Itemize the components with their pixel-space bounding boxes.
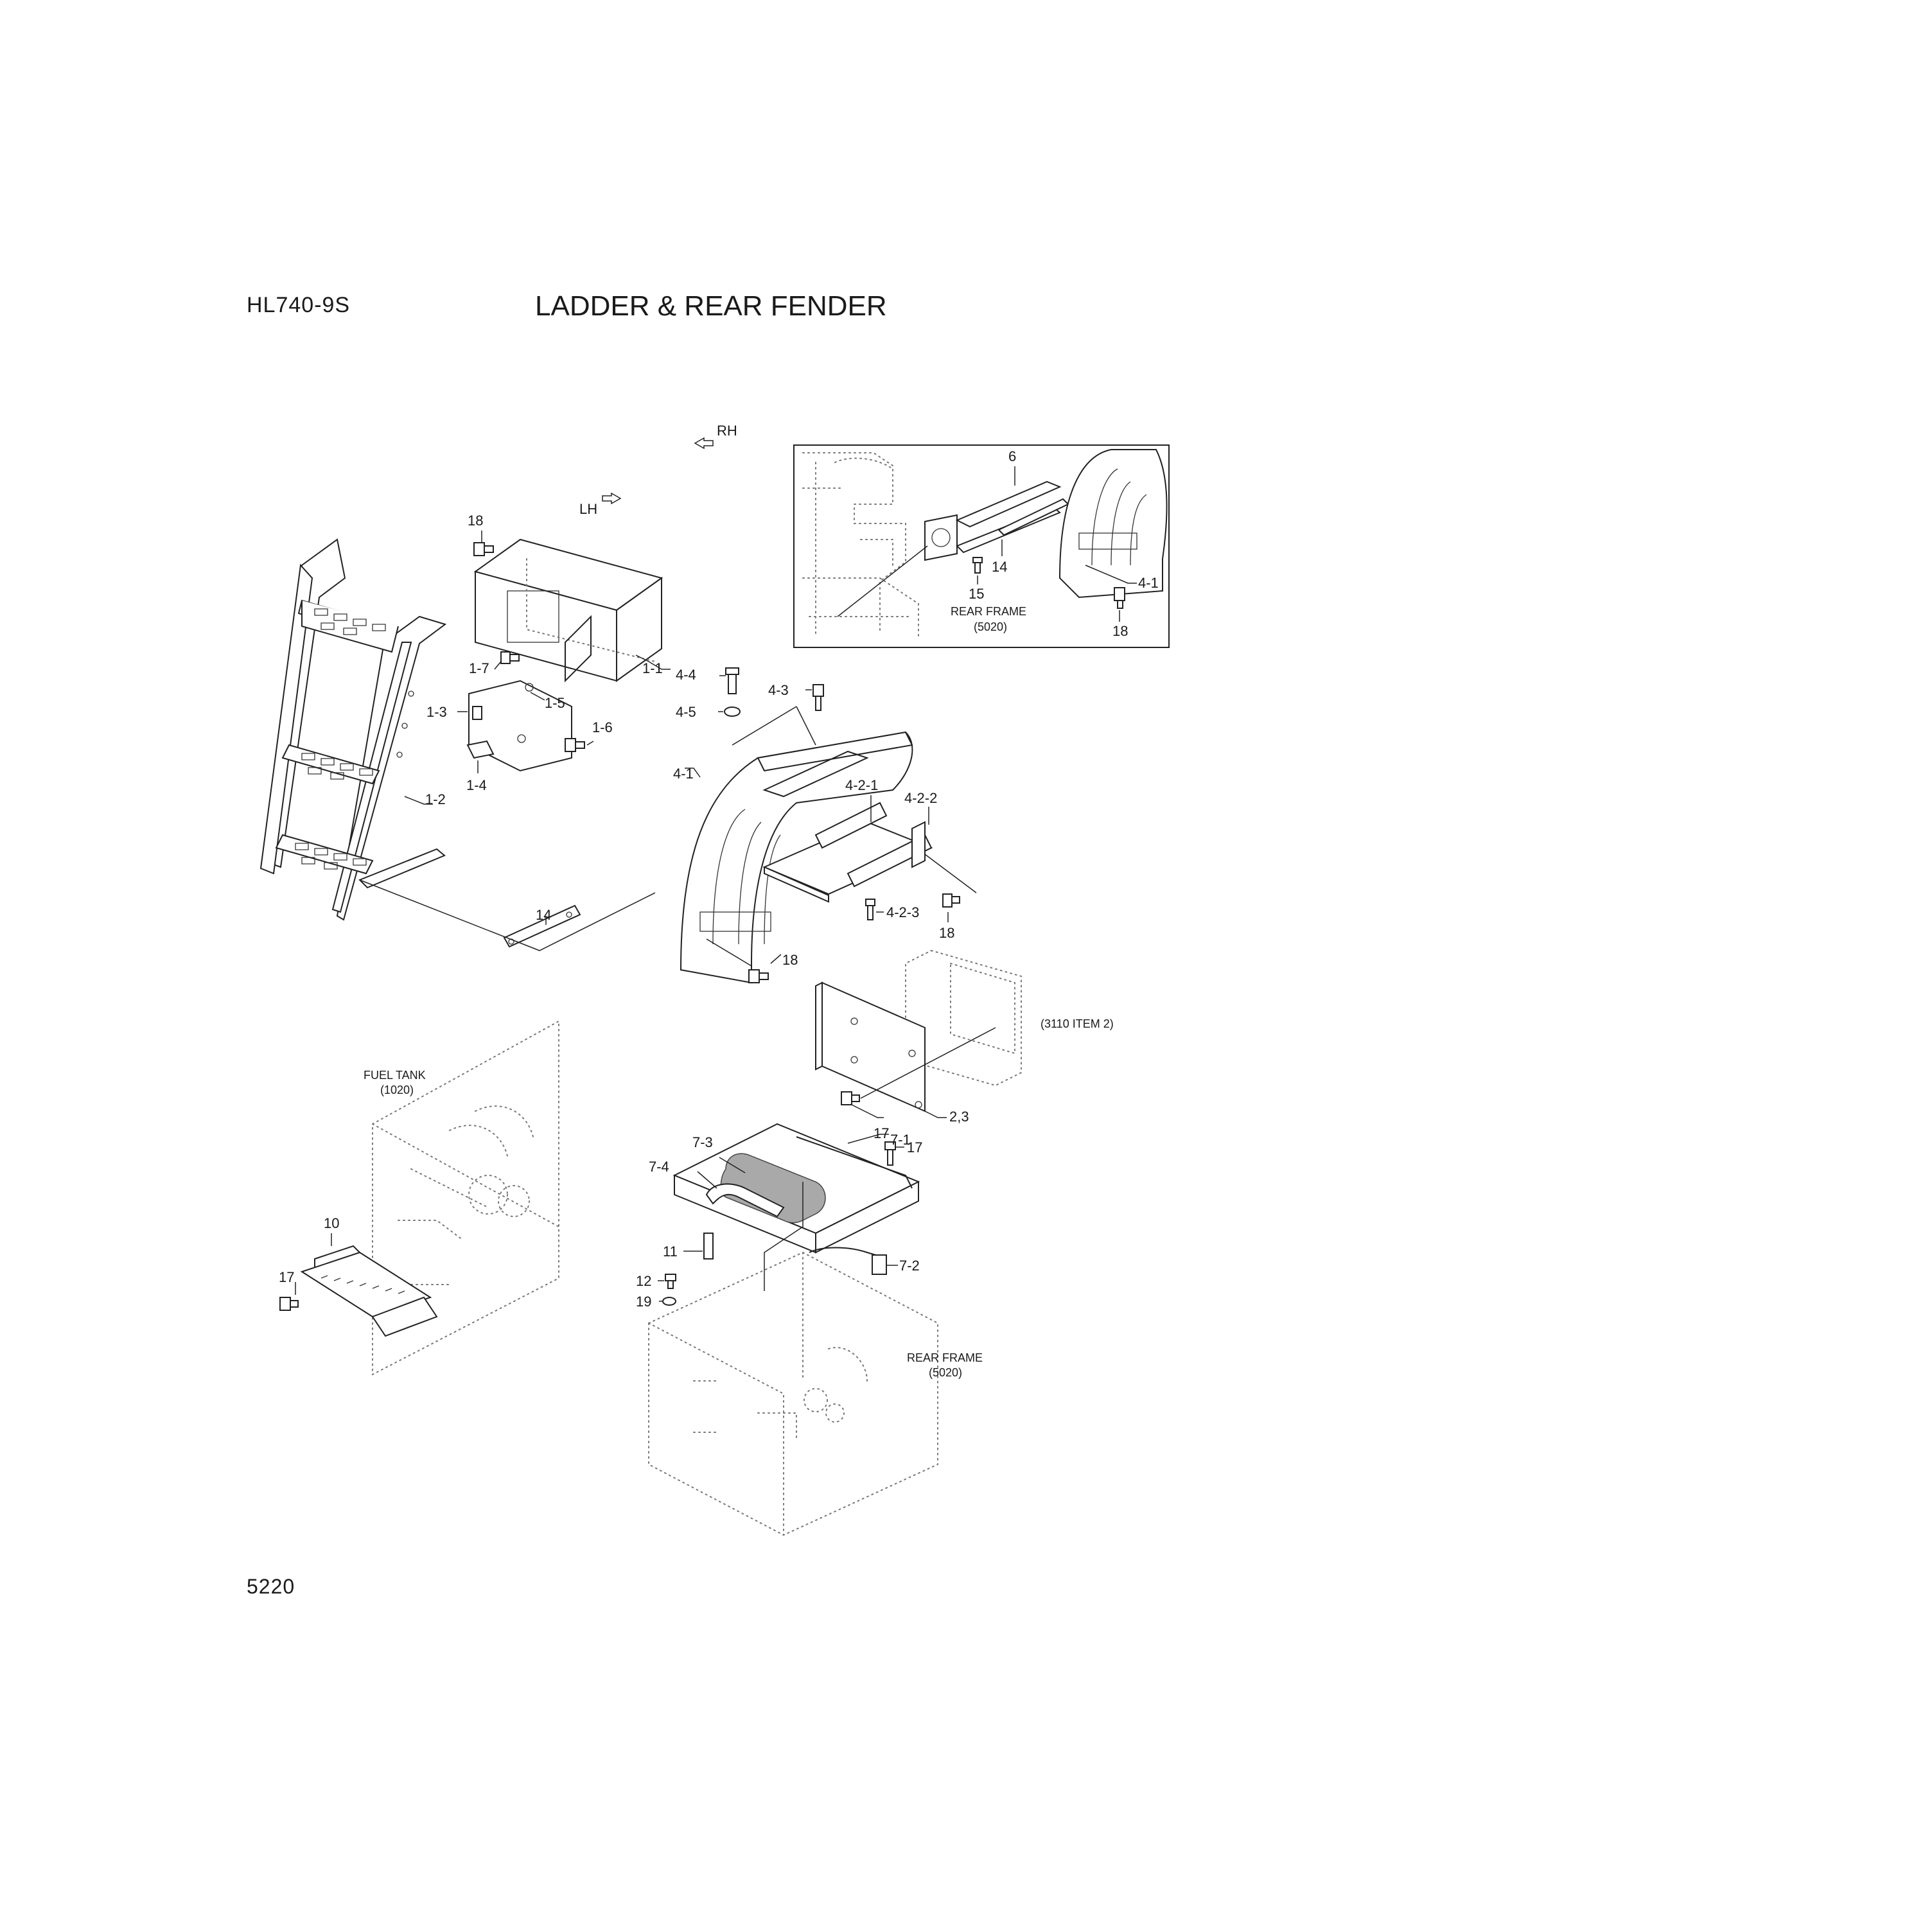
callout-11: 11 bbox=[663, 1243, 678, 1260]
callout-7-1: 7-1 bbox=[890, 1132, 911, 1148]
callout-1-3: 1-3 bbox=[426, 704, 447, 720]
ladder-assembly: 1-2 bbox=[259, 538, 447, 921]
bolt-18-top-icon bbox=[473, 542, 494, 556]
callout-4-1-inset: 4-1 bbox=[1138, 575, 1159, 591]
callout-12: 12 bbox=[636, 1273, 651, 1289]
tool-box: 7-3 7-1 17 7-4 11 7-2 12 19 bbox=[636, 1123, 922, 1310]
callout-17-plate: 17 bbox=[874, 1125, 889, 1141]
callout-7-3: 7-3 bbox=[692, 1134, 713, 1150]
note-fuel-tank-line1: FUEL TANK bbox=[364, 1069, 426, 1082]
callout-4-1: 4-1 bbox=[673, 766, 694, 782]
direction-rh: RH bbox=[694, 423, 737, 450]
callout-4-4: 4-4 bbox=[676, 667, 696, 683]
bolt-15-icon bbox=[972, 557, 983, 574]
callout-7-2: 7-2 bbox=[899, 1258, 920, 1274]
callout-6: 6 bbox=[1008, 448, 1016, 464]
bolt-18-inset-icon bbox=[1114, 587, 1125, 609]
callout-17-toolbox: 17 bbox=[907, 1139, 922, 1155]
callout-2-3: 2,3 bbox=[949, 1109, 969, 1125]
fender-bracket: 4-2-1 4-2-2 4-2-3 18 bbox=[762, 777, 977, 941]
inset-border bbox=[793, 444, 1170, 648]
plate-2-3: 2,3 17 (3110 ITEM 2) bbox=[815, 949, 1114, 1141]
bolt-17-step-icon bbox=[279, 1297, 299, 1311]
note-rear-frame-inset-line1: REAR FRAME bbox=[951, 605, 1026, 618]
callout-14: 14 bbox=[536, 907, 551, 923]
arrow-lh-icon bbox=[602, 492, 622, 505]
callout-1-6: 1-6 bbox=[592, 719, 613, 735]
arrow-rh-icon bbox=[694, 437, 714, 450]
callout-4-5: 4-5 bbox=[676, 704, 696, 720]
nut-19-icon bbox=[662, 1297, 676, 1306]
note-3110-item-2: (3110 ITEM 2) bbox=[1041, 1017, 1114, 1030]
screw-12-icon bbox=[665, 1274, 676, 1289]
page-number: 5220 bbox=[247, 1575, 295, 1598]
callout-18-inset: 18 bbox=[1112, 623, 1128, 639]
callout-1-2: 1-2 bbox=[425, 791, 446, 807]
rear-frame-area: REAR FRAME (5020) bbox=[648, 1251, 983, 1536]
bolt-17-plate-icon bbox=[841, 1091, 860, 1105]
bolt-1-6-icon bbox=[565, 738, 585, 752]
callout-4-3: 4-3 bbox=[768, 682, 789, 698]
callout-4-2-1: 4-2-1 bbox=[845, 777, 878, 793]
callout-1-5: 1-5 bbox=[545, 695, 565, 711]
note-rear-frame-line2: (5020) bbox=[929, 1366, 962, 1379]
bolt-18-fender-icon bbox=[748, 969, 769, 983]
callout-18-bracket: 18 bbox=[939, 925, 954, 941]
bolt-17-toolbox-icon bbox=[884, 1141, 896, 1166]
callout-10: 10 bbox=[324, 1215, 339, 1231]
callout-18-fender: 18 bbox=[782, 952, 798, 968]
plate-14: 14 bbox=[359, 879, 656, 951]
note-fuel-tank-line2: (1020) bbox=[380, 1084, 414, 1096]
callout-7-4: 7-4 bbox=[649, 1159, 669, 1175]
callout-14-inset: 14 bbox=[992, 559, 1007, 575]
bolt-4-3-icon bbox=[812, 684, 824, 711]
callout-4-2-2: 4-2-2 bbox=[904, 790, 937, 806]
direction-lh: LH bbox=[579, 492, 622, 517]
callout-1-1: 1-1 bbox=[642, 660, 663, 676]
callout-19: 19 bbox=[636, 1294, 651, 1310]
rear-fender: 4-4 4-5 4-3 4-1 18 bbox=[673, 667, 913, 984]
note-rear-frame-line1: REAR FRAME bbox=[907, 1351, 983, 1364]
callout-17-step: 17 bbox=[279, 1269, 294, 1285]
page-title: LADDER & REAR FENDER bbox=[535, 290, 887, 322]
bolt-4-4-icon bbox=[725, 667, 739, 694]
bolt-4-2-3-icon bbox=[865, 899, 875, 920]
bolt-18-bracket-icon bbox=[942, 893, 960, 908]
callout-4-2-3: 4-2-3 bbox=[886, 904, 919, 920]
note-rear-frame-inset-line2: (5020) bbox=[974, 620, 1007, 633]
callout-1-4: 1-4 bbox=[466, 777, 487, 793]
callout-15: 15 bbox=[969, 586, 984, 602]
storage-box: 18 1-7 1-3 1-5 1-6 1-4 1-1 bbox=[426, 513, 671, 793]
direction-rh-label: RH bbox=[717, 423, 737, 439]
callout-18-top: 18 bbox=[468, 513, 483, 529]
fuel-tank-area: FUEL TANK (1020) 10 17 bbox=[279, 1020, 559, 1376]
direction-lh-label: LH bbox=[579, 501, 597, 517]
model-number: HL740-9S bbox=[247, 293, 351, 317]
detail-inset: 6 14 15 4-1 18 REAR FRAME (5020) bbox=[793, 444, 1170, 648]
bolt-1-7-icon bbox=[500, 651, 520, 664]
callout-1-7: 1-7 bbox=[469, 660, 489, 676]
